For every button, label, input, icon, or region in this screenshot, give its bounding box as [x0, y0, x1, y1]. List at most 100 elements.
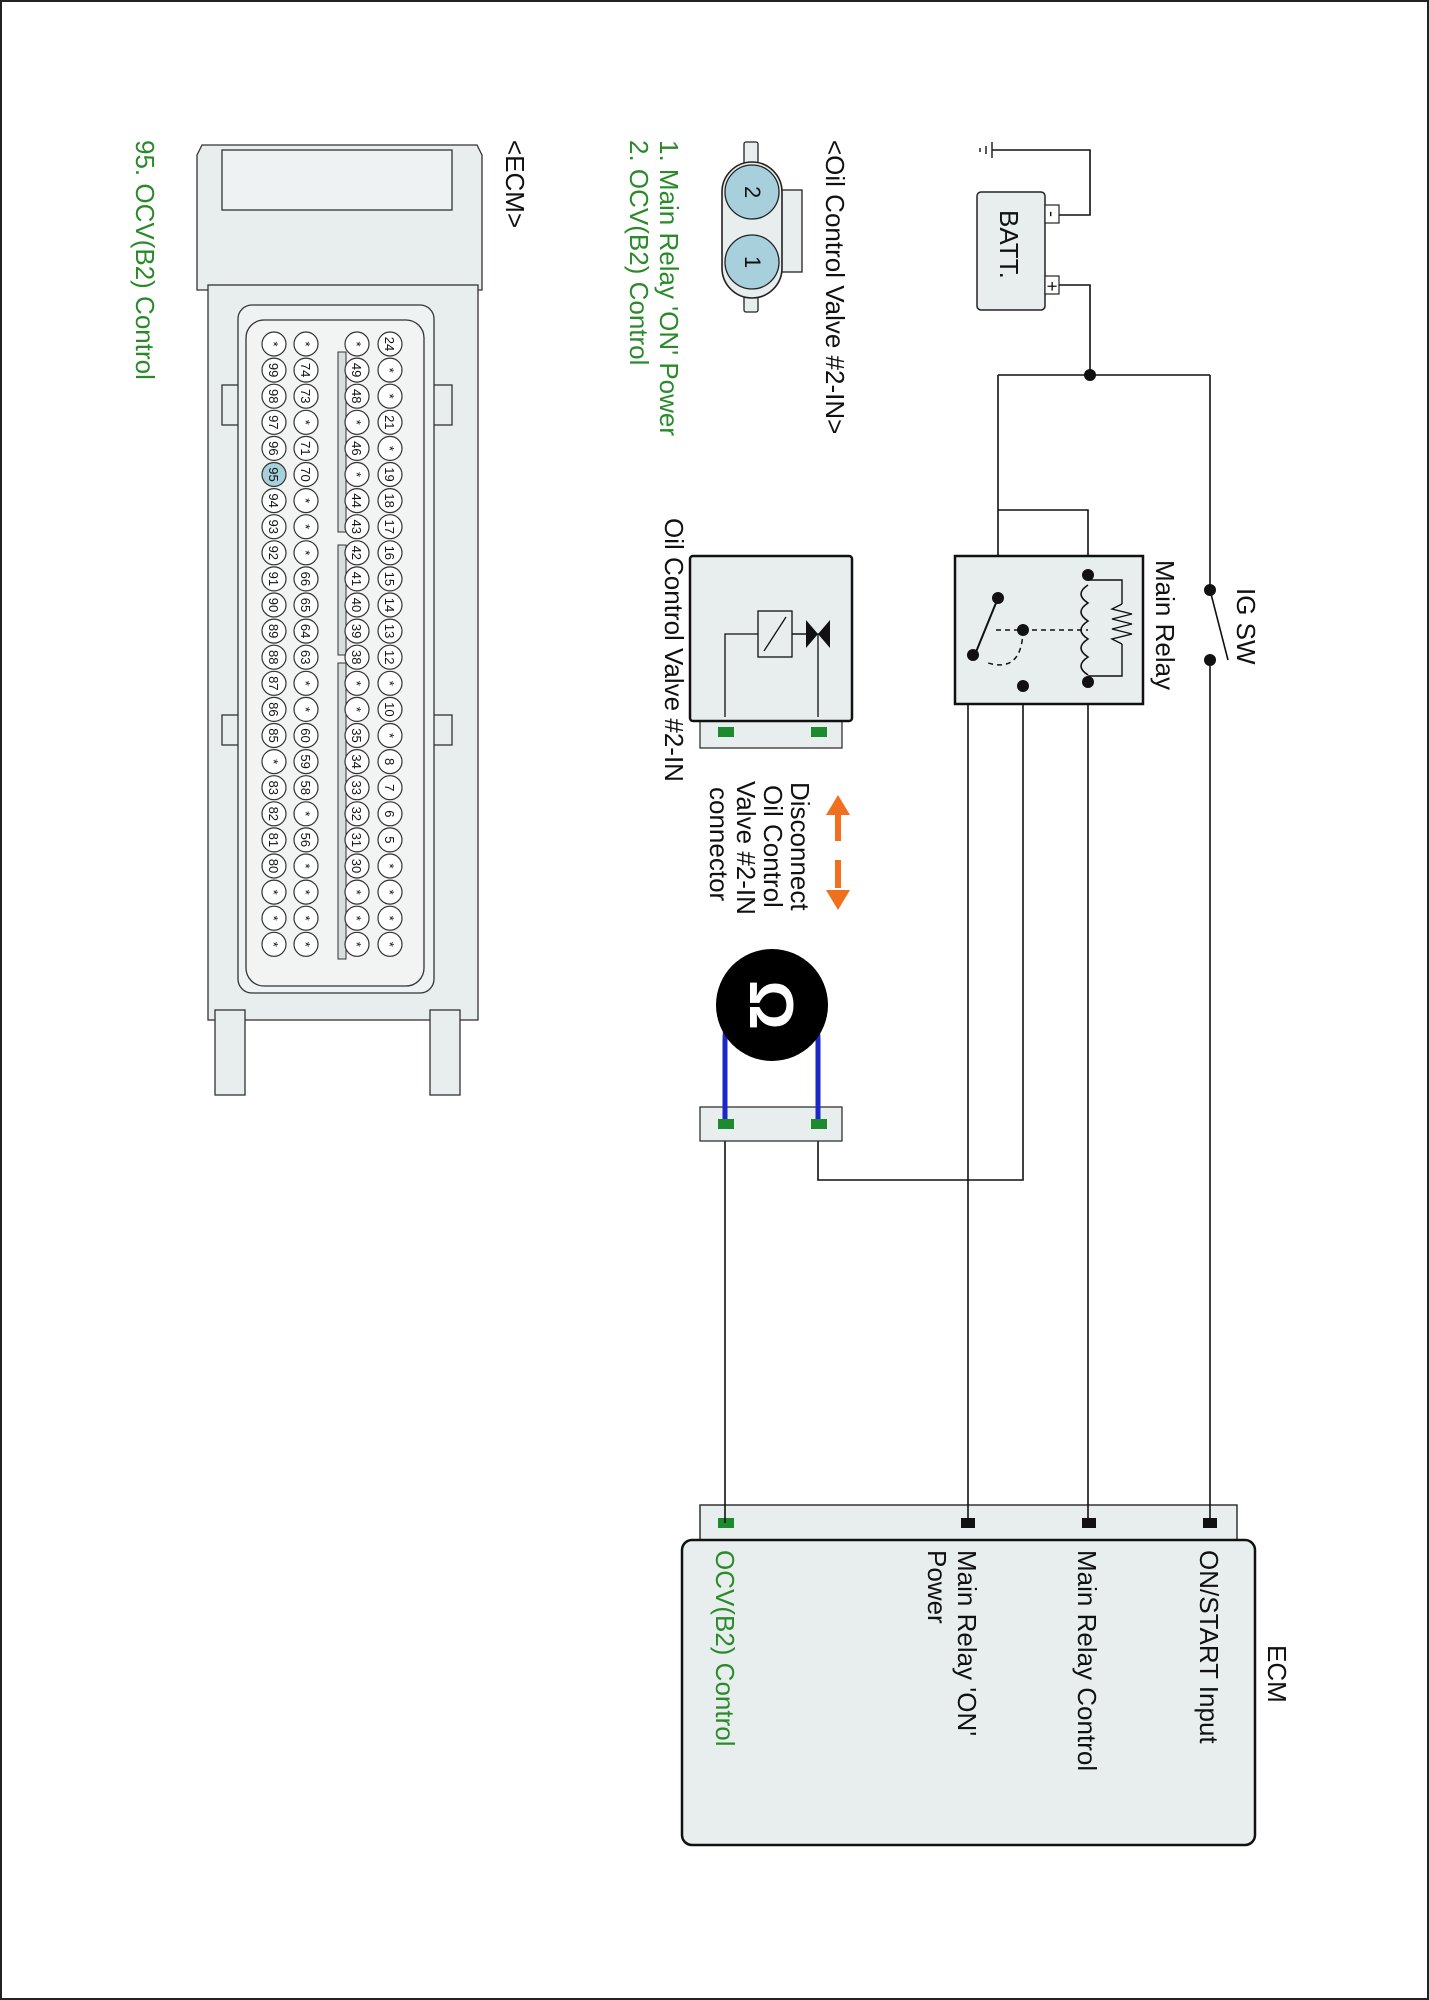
main-relay-label: Main Relay — [1150, 560, 1180, 690]
ecm-pin-label: 88 — [266, 650, 281, 664]
ecm-pin — [293, 696, 319, 723]
ecm-pin-label: 12 — [382, 650, 397, 664]
ecm-pin — [293, 722, 319, 749]
ecm-pin — [261, 540, 287, 566]
ecm-pin-label: * — [298, 707, 313, 712]
ecm-pin-label: 98 — [266, 389, 281, 403]
ecm-pin-label: 94 — [266, 493, 281, 507]
ecm-pin — [344, 827, 370, 853]
ecm-pin-label: * — [298, 524, 313, 529]
ecm-pin — [344, 514, 370, 540]
ig-switch-label: IG SW — [1231, 588, 1261, 665]
ecm-pin — [261, 670, 287, 696]
ocv-connector-title: <Oil Control Valve #2-IN> — [820, 140, 850, 434]
ecm-pin-label: * — [298, 341, 313, 346]
ecm-pin-label: * — [298, 498, 313, 503]
main-relay: Main Relay — [953, 554, 1180, 706]
ecm-terminal-main-relay-control — [1082, 1518, 1096, 1528]
ecm-pin — [377, 644, 403, 670]
ecm-pin-label: 70 — [298, 467, 313, 481]
disconnect-note-line-1: Disconnect — [785, 782, 815, 911]
ohm-icon: Ω — [736, 980, 805, 1030]
ecm-pin-label: 42 — [349, 546, 364, 560]
battery-plus: + — [1042, 281, 1062, 292]
ecm-pin — [377, 775, 403, 801]
ecm-pin — [261, 853, 287, 879]
ecm-pin-label: 91 — [266, 572, 281, 586]
ecm-pin — [261, 879, 287, 905]
ecm-pin-label: 10 — [382, 702, 397, 716]
ecm-pin — [261, 592, 287, 618]
ecm-pin — [293, 827, 319, 853]
ecm-pin — [293, 514, 319, 540]
ecm-connector: <ECM> 95. OCV(B2) Control 24**21*1918171… — [130, 140, 530, 1096]
ecm-pin-label: 38 — [349, 650, 364, 664]
ecm-pin-label: 99 — [266, 363, 281, 377]
ecm-pin — [293, 801, 319, 827]
ecm-pin — [344, 931, 370, 957]
ecm-pin — [261, 331, 287, 357]
ecm-pin-label: 85 — [266, 728, 281, 742]
ecm-pin — [293, 331, 319, 357]
ecm-pin — [293, 618, 319, 644]
ecm-pin-label: 66 — [298, 572, 313, 586]
ecm-pin-label: 14 — [382, 598, 397, 612]
ecm-pin — [261, 827, 287, 853]
ecm-pin-label: * — [349, 707, 364, 712]
ecm-pin — [377, 879, 403, 905]
ecm-pin-label: * — [382, 733, 397, 738]
ecm-pin-label: 89 — [266, 624, 281, 638]
ecm-pin-label: 56 — [298, 833, 313, 847]
disconnect-note-line-4: connector — [704, 787, 734, 902]
ecm-pin — [377, 670, 403, 696]
ecm-pin — [261, 644, 287, 670]
ecm-pin-label: 5 — [382, 836, 397, 843]
ecm-pin — [344, 696, 370, 723]
ecm-pin — [293, 775, 319, 801]
ecm-pin-label: 18 — [382, 493, 397, 507]
ecm-pin — [293, 357, 319, 383]
ecm-pin — [293, 566, 319, 592]
ecm-pin-label: 74 — [298, 363, 313, 377]
ecm-pin — [377, 461, 403, 488]
ecm-terminal-label-on-start: ON/START Input — [1194, 1550, 1224, 1744]
ecm-pin-label: 60 — [298, 728, 313, 742]
ground-icon — [979, 142, 993, 158]
ecm-pin — [344, 905, 370, 931]
ecm-pin-label: * — [298, 811, 313, 816]
ecm-pin-label: * — [382, 863, 397, 868]
ohmmeter: Ω — [699, 949, 843, 1142]
ocv-pin-2 — [724, 164, 780, 220]
ecm-pin-label: 80 — [266, 859, 281, 873]
ecm-connector-title: <ECM> — [500, 140, 530, 228]
ecm-terminal-label-ocv-control: OCV(B2) Control — [710, 1550, 740, 1747]
ecm-pin — [344, 644, 370, 670]
ecm-pin-label: 21 — [382, 415, 397, 429]
ecm-pin-label: * — [382, 681, 397, 686]
ecm-pin — [344, 748, 370, 775]
ecm-pin-label: 43 — [349, 519, 364, 533]
ecm-pin-label: * — [382, 916, 397, 921]
ecm-pin — [377, 853, 403, 879]
ecm-pin — [344, 488, 370, 514]
ecm-pin — [344, 461, 370, 488]
ecm-title: ECM — [1262, 1645, 1292, 1703]
ecm-pin-label: * — [349, 472, 364, 477]
ecm-pin — [344, 592, 370, 618]
ecm-pin-label: * — [266, 759, 281, 764]
ecm-pin — [377, 383, 403, 409]
ecm-pin — [261, 748, 287, 775]
ecm-terminal-label-main-relay-control: Main Relay Control — [1072, 1550, 1102, 1771]
ocv-legend-1: 1. Main Relay 'ON' Power — [654, 140, 684, 436]
ecm-pin-label: 97 — [266, 415, 281, 429]
ecm-pin — [377, 488, 403, 514]
ecm-pin — [344, 331, 370, 357]
ecm-pin-label: 96 — [266, 441, 281, 455]
ecm-pin-label: 31 — [349, 833, 364, 847]
ecm-pin-label: 58 — [298, 780, 313, 794]
ecm-pin — [344, 540, 370, 566]
ecm-pin — [377, 331, 403, 357]
ecm-pin-grid: 24**21*1918171615141312*10*8765*****4948… — [261, 331, 403, 957]
wiring — [724, 149, 1229, 1523]
ecm-pin-label: * — [349, 942, 364, 947]
